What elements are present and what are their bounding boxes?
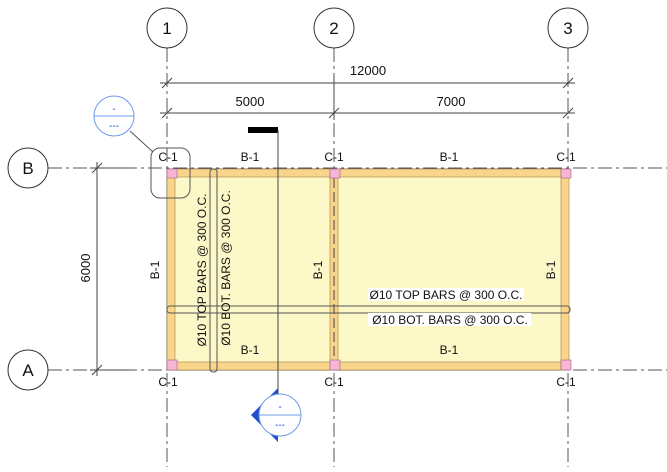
callout-sheet: --- bbox=[109, 121, 119, 132]
dimension-lines bbox=[90, 76, 575, 376]
column-tag: C-1 bbox=[158, 150, 178, 164]
dimension-bay2: 7000 bbox=[437, 94, 466, 109]
beam-tag: B-1 bbox=[440, 343, 459, 357]
rebar-tag-top-vertical: Ø10 TOP BARS @ 300 O.C. bbox=[195, 194, 209, 347]
column[interactable] bbox=[560, 168, 572, 179]
column[interactable] bbox=[329, 359, 341, 371]
grid-label: 3 bbox=[563, 19, 572, 38]
callout[interactable]: - --- bbox=[93, 95, 191, 199]
column-tag: C-1 bbox=[324, 150, 344, 164]
column-tag: C-1 bbox=[158, 375, 178, 389]
dimension-vertical: 6000 bbox=[78, 254, 93, 283]
grid-label: 2 bbox=[329, 19, 338, 38]
column[interactable] bbox=[166, 359, 178, 371]
beam-top[interactable] bbox=[166, 168, 569, 178]
rebar-tag-bottom-horizontal: Ø10 BOT. BARS @ 300 O.C. bbox=[372, 313, 528, 327]
grid-bubble-B[interactable] bbox=[7, 147, 49, 189]
beam-tag: B-1 bbox=[311, 260, 325, 279]
beam-tag: B-1 bbox=[241, 150, 260, 164]
beam-bottom[interactable] bbox=[166, 361, 569, 371]
beam-left[interactable] bbox=[166, 168, 176, 371]
callout-number: - bbox=[112, 104, 115, 115]
column[interactable] bbox=[560, 359, 572, 371]
rebar-tag-bottom-vertical: Ø10 BOT. BARS @ 300 O.C. bbox=[219, 190, 233, 346]
column[interactable] bbox=[329, 168, 341, 179]
beam-tag: B-1 bbox=[440, 150, 459, 164]
beam-tag: B-1 bbox=[148, 260, 162, 279]
rebar-vertical-band[interactable] bbox=[209, 168, 218, 373]
column-tag: C-1 bbox=[324, 375, 344, 389]
grid-bubble-3[interactable] bbox=[547, 7, 589, 49]
section-marker[interactable]: - --- bbox=[248, 127, 302, 442]
dimension-overall: 12000 bbox=[350, 63, 386, 78]
beam-right[interactable] bbox=[560, 168, 570, 371]
slab[interactable] bbox=[166, 168, 569, 371]
column-tag: C-1 bbox=[556, 375, 576, 389]
dimension-bay1: 5000 bbox=[236, 94, 265, 109]
grid-label: A bbox=[22, 361, 34, 380]
column-tag: C-1 bbox=[556, 150, 576, 164]
section-number: - bbox=[278, 402, 281, 413]
grid-label: 1 bbox=[162, 19, 171, 38]
beam-tag: B-1 bbox=[241, 343, 260, 357]
grid-bubble-A[interactable] bbox=[7, 349, 49, 391]
grid-label: B bbox=[22, 159, 33, 178]
column[interactable] bbox=[166, 168, 178, 179]
grid-bubble-2[interactable] bbox=[313, 7, 355, 49]
rebar-tag-top-horizontal: Ø10 TOP BARS @ 300 O.C. bbox=[370, 288, 523, 302]
grid-bubble-1[interactable] bbox=[146, 7, 188, 49]
beam-tag: B-1 bbox=[544, 260, 558, 279]
section-sheet: --- bbox=[275, 420, 285, 431]
